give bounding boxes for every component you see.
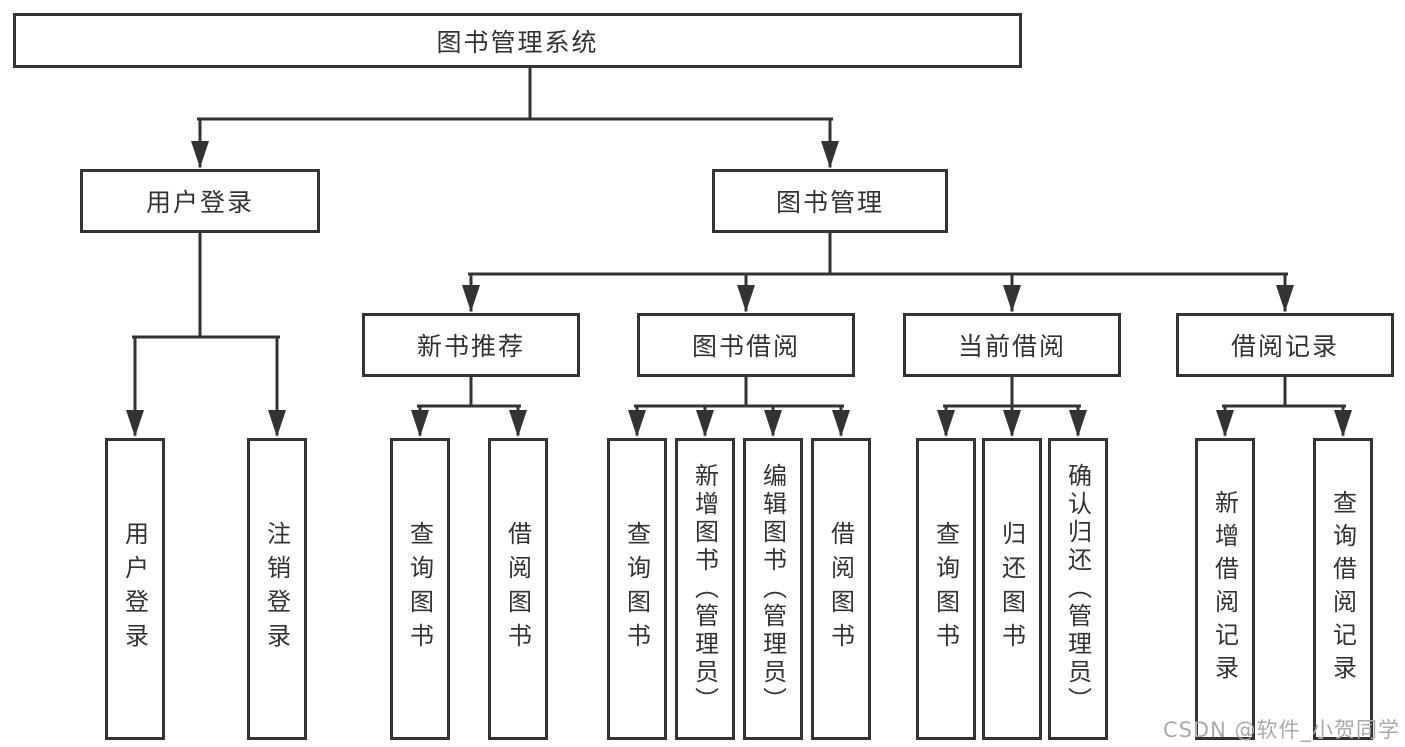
leaf-query-books-2: 查询图书	[607, 438, 667, 740]
leaf-add-books-admin: 新增图书（管理员）	[675, 438, 735, 740]
leaf-query-books-1: 查询图书	[390, 438, 450, 740]
leaf-query-books-3: 查询图书	[916, 438, 976, 740]
node-borrowing-records: 借阅记录	[1176, 313, 1394, 377]
node-label: 新增借阅记录	[1210, 490, 1239, 688]
node-label: 用户登录	[120, 521, 149, 657]
node-new-book-recommend: 新书推荐	[362, 313, 580, 377]
node-label: 查询图书	[931, 521, 960, 657]
leaf-confirm-return-admin: 确认归还（管理员）	[1048, 438, 1108, 740]
leaf-query-borrow-record: 查询借阅记录	[1313, 438, 1373, 740]
leaf-borrow-books-1: 借阅图书	[488, 438, 548, 740]
node-root: 图书管理系统	[13, 13, 1022, 68]
csdn-watermark: CSDN @软件_小贺同学	[1162, 718, 1400, 742]
node-book-management: 图书管理	[712, 169, 948, 233]
leaf-borrow-books-2: 借阅图书	[811, 438, 871, 740]
leaf-add-borrow-record: 新增借阅记录	[1195, 438, 1255, 740]
node-label: 查询图书	[405, 521, 434, 657]
node-label: 图书管理系统	[436, 27, 599, 57]
node-label: 查询借阅记录	[1328, 490, 1357, 688]
node-label: 编辑图书（管理员）	[758, 463, 787, 715]
elbow-connectors	[132, 66, 1346, 436]
node-book-borrowing: 图书借阅	[637, 313, 855, 377]
node-label: 图书借阅	[691, 332, 800, 361]
node-label: 借阅图书	[826, 521, 855, 657]
node-label: 注销登录	[262, 521, 291, 657]
node-label: 借阅图书	[503, 521, 532, 657]
node-label: 用户登录	[145, 188, 254, 217]
node-label: 当前借阅	[957, 332, 1066, 361]
node-label: 借阅记录	[1230, 332, 1339, 361]
node-user-login: 用户登录	[80, 169, 320, 233]
leaf-edit-books-admin: 编辑图书（管理员）	[743, 438, 803, 740]
node-label: 新书推荐	[416, 332, 525, 361]
node-label: 查询图书	[622, 521, 651, 657]
leaf-logout: 注销登录	[247, 438, 307, 740]
node-label: 新增图书（管理员）	[690, 463, 719, 715]
node-label: 确认归还（管理员）	[1063, 463, 1092, 715]
arrowheads	[126, 141, 1352, 437]
node-current-borrowing: 当前借阅	[903, 313, 1121, 377]
leaf-return-books: 归还图书	[982, 438, 1042, 740]
node-label: 归还图书	[997, 521, 1026, 657]
leaf-user-login: 用户登录	[105, 438, 165, 740]
node-label: 图书管理	[775, 188, 884, 217]
